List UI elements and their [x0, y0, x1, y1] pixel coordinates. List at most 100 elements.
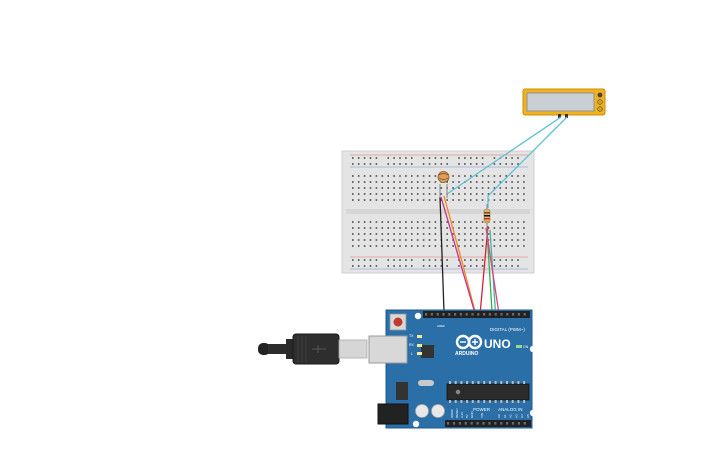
bb-hole[interactable] [481, 187, 484, 189]
bb-hole[interactable] [411, 187, 413, 189]
bb-hole[interactable] [363, 181, 366, 183]
bb-hole[interactable] [416, 239, 419, 241]
bb-hole[interactable] [446, 181, 448, 183]
bb-rail-hole[interactable] [393, 157, 395, 159]
bb-hole[interactable] [487, 175, 490, 177]
bb-rail-hole[interactable] [505, 259, 507, 261]
bb-rail-hole[interactable] [434, 163, 437, 165]
bb-hole[interactable] [422, 199, 425, 201]
bb-hole[interactable] [511, 221, 513, 223]
bb-hole[interactable] [481, 239, 484, 241]
bb-hole[interactable] [381, 181, 384, 183]
bb-rail-hole[interactable] [369, 163, 372, 165]
bb-hole[interactable] [493, 221, 496, 223]
bb-hole[interactable] [511, 199, 513, 201]
bb-hole[interactable] [434, 233, 437, 235]
bb-rail-hole[interactable] [505, 163, 507, 165]
bb-hole[interactable] [440, 187, 443, 189]
bb-hole[interactable] [517, 239, 519, 241]
digital-pin[interactable] [523, 313, 526, 316]
bb-hole[interactable] [375, 233, 378, 235]
bb-hole[interactable] [517, 187, 519, 189]
bb-hole[interactable] [405, 245, 407, 247]
bb-hole[interactable] [381, 245, 384, 247]
bb-hole[interactable] [511, 239, 513, 241]
bb-hole[interactable] [464, 175, 466, 177]
bb-hole[interactable] [375, 193, 378, 195]
bb-hole[interactable] [481, 245, 484, 247]
wire-cyan-2[interactable] [487, 116, 568, 208]
bb-rail-hole[interactable] [387, 157, 389, 159]
bb-hole[interactable] [363, 233, 366, 235]
bb-hole[interactable] [357, 181, 360, 183]
bb-rail-hole[interactable] [517, 259, 519, 261]
bb-hole[interactable] [523, 233, 525, 235]
bb-rail-hole[interactable] [464, 157, 466, 159]
bb-hole[interactable] [499, 175, 502, 177]
bb-hole[interactable] [446, 227, 448, 229]
digital-pin[interactable] [425, 313, 428, 316]
bb-rail-hole[interactable] [446, 157, 448, 159]
bb-hole[interactable] [369, 175, 372, 177]
bb-hole[interactable] [381, 227, 384, 229]
bb-rail-hole[interactable] [393, 259, 395, 261]
bb-rail-hole[interactable] [458, 265, 460, 267]
bb-rail-hole[interactable] [422, 259, 425, 261]
bb-rail-hole[interactable] [446, 259, 448, 261]
bb-rail-hole[interactable] [352, 265, 354, 267]
bb-hole[interactable] [375, 181, 378, 183]
bb-hole[interactable] [363, 193, 366, 195]
bb-hole[interactable] [393, 221, 395, 223]
bb-hole[interactable] [387, 181, 389, 183]
bb-hole[interactable] [352, 221, 354, 223]
bb-rail-hole[interactable] [352, 157, 354, 159]
bb-hole[interactable] [352, 233, 354, 235]
bb-rail-hole[interactable] [369, 157, 372, 159]
dc-power-jack[interactable] [377, 403, 409, 425]
bb-hole[interactable] [375, 245, 378, 247]
bb-hole[interactable] [458, 239, 460, 241]
bb-rail-hole[interactable] [393, 163, 395, 165]
bb-hole[interactable] [422, 193, 425, 195]
bb-rail-hole[interactable] [475, 265, 478, 267]
bb-rail-hole[interactable] [511, 163, 513, 165]
bb-hole[interactable] [387, 175, 389, 177]
bb-hole[interactable] [487, 187, 490, 189]
bb-hole[interactable] [458, 245, 460, 247]
bb-rail-hole[interactable] [440, 259, 443, 261]
bb-hole[interactable] [475, 181, 478, 183]
bb-hole[interactable] [434, 245, 437, 247]
lcd-module[interactable] [522, 88, 606, 118]
bb-hole[interactable] [416, 221, 419, 223]
bb-hole[interactable] [393, 245, 395, 247]
bb-hole[interactable] [369, 239, 372, 241]
bb-hole[interactable] [363, 175, 366, 177]
bb-rail-hole[interactable] [357, 163, 360, 165]
bb-hole[interactable] [470, 227, 472, 229]
bb-hole[interactable] [481, 221, 484, 223]
bb-hole[interactable] [357, 233, 360, 235]
power-pin[interactable] [452, 422, 456, 425]
bb-hole[interactable] [464, 245, 466, 247]
bb-hole[interactable] [387, 233, 389, 235]
bb-hole[interactable] [416, 193, 419, 195]
bb-rail-hole[interactable] [357, 157, 360, 159]
bb-hole[interactable] [511, 175, 513, 177]
bb-hole[interactable] [375, 227, 378, 229]
power-pin[interactable] [447, 422, 450, 425]
bb-hole[interactable] [434, 221, 437, 223]
power-pin[interactable] [488, 422, 491, 425]
photoresistor[interactable] [437, 171, 450, 199]
bb-hole[interactable] [357, 239, 360, 241]
bb-hole[interactable] [517, 221, 519, 223]
bb-rail-hole[interactable] [470, 157, 472, 159]
bb-hole[interactable] [399, 187, 401, 189]
digital-pin[interactable] [506, 313, 509, 316]
bb-hole[interactable] [493, 199, 496, 201]
bb-hole[interactable] [493, 187, 496, 189]
bb-hole[interactable] [357, 221, 360, 223]
bb-hole[interactable] [411, 245, 413, 247]
bb-hole[interactable] [405, 199, 407, 201]
bb-hole[interactable] [475, 245, 478, 247]
bb-hole[interactable] [452, 221, 454, 223]
